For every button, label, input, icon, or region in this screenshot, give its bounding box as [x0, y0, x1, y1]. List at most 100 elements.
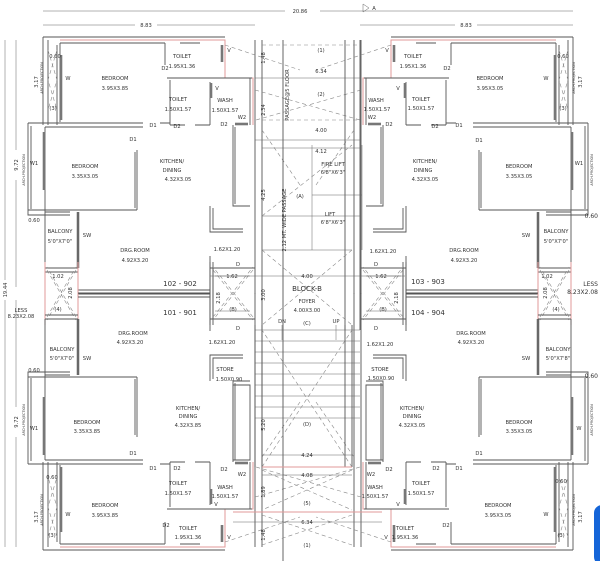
mark-2: (2)	[317, 92, 324, 98]
room-label: TOILET	[168, 481, 188, 487]
room-size: 4.32X3.85	[175, 423, 202, 429]
room-size: 3.35X3.05	[506, 429, 533, 435]
vent-tag: V	[396, 502, 400, 508]
room-size: 4.92X3.20	[458, 340, 485, 346]
room-label: DRG.ROOM	[120, 248, 150, 254]
door-tag: D1	[129, 451, 136, 457]
dim-text: 2.18	[394, 292, 400, 304]
window-tag: SW	[83, 233, 91, 239]
window-tag: W	[543, 76, 548, 82]
mark-5: (5)	[303, 501, 310, 507]
room-label: BEDROOM	[484, 503, 511, 509]
dim-text: 0.60	[49, 54, 61, 60]
room-label: DINING	[179, 414, 198, 420]
dim-overall-depth: 19.44	[3, 282, 9, 298]
room-size: 1.50X0.90	[368, 376, 395, 382]
door-tag: D2	[173, 466, 180, 472]
room-label: TOILET	[168, 97, 188, 103]
window-tag: W2	[368, 115, 376, 121]
dim-br-317: 3.17	[578, 511, 584, 523]
room-size: 5'0"X7'8"	[546, 356, 570, 362]
room-label: DRG.ROOM	[118, 331, 148, 337]
dim-tl-317: 3.17	[34, 76, 40, 88]
dim-left-upper: 9.72	[14, 159, 20, 171]
dim-text: 1.62X1.20	[370, 249, 397, 255]
dim-text: 0.60	[28, 218, 40, 224]
dim-1-48-top: 1.48	[261, 52, 267, 64]
shaft-mark: (B)	[379, 307, 387, 313]
room-size: 1.50X0.90	[216, 377, 243, 383]
lift-label: LIFT	[325, 212, 336, 218]
vent-tag: V	[227, 48, 231, 54]
window-tag: W	[543, 512, 548, 518]
block-label: BLOCK-B	[292, 285, 322, 293]
window-mark: (3)	[49, 106, 56, 112]
room-label: BEDROOM	[71, 164, 98, 170]
door-tag: D2	[385, 467, 392, 473]
room-size: 1.50X1.57	[165, 491, 192, 497]
overlay-button[interactable]	[594, 505, 600, 561]
dim-3-00: 3.00	[261, 289, 267, 301]
dim-4-08: 4.08	[301, 473, 313, 479]
room-size: 1.50X1.57	[165, 107, 192, 113]
window-tag: W1	[30, 161, 38, 167]
room-size: 4.32X3.05	[412, 177, 439, 183]
room-label: WASH	[368, 98, 384, 104]
room-label: KITCHEN/	[413, 159, 437, 165]
dim-left-width: 8.83	[140, 23, 152, 29]
room-size: 1.50X1.57	[212, 494, 239, 500]
foyer-size: 4.00X3.00	[294, 308, 321, 314]
mark-1-top: (1)	[317, 48, 324, 54]
dim-text: 0.60	[585, 213, 599, 220]
room-label: TOILET	[411, 97, 431, 103]
window-tag: SW	[522, 356, 530, 362]
room-size: 1.95X1.36	[400, 64, 427, 70]
dim-bl-317: 3.17	[34, 511, 40, 523]
vent-tag: V	[215, 86, 219, 92]
fire-lift-size: 6'8"X6'3"	[321, 170, 345, 176]
dim-text: 0.60	[555, 479, 567, 485]
dim-4-00-top: 4.00	[315, 128, 327, 134]
vent-tag: V	[384, 535, 388, 541]
arch-projection-label: ARCH.PROJECTION	[572, 494, 576, 526]
door-tag: D	[374, 326, 378, 332]
door-tag: D2	[162, 523, 169, 529]
flat-number-tr: 103 - 903	[411, 278, 445, 286]
room-label: STORE	[371, 367, 388, 373]
window-tag: SW	[522, 233, 530, 239]
arch-projection-label: ARCH.PROJECTION	[22, 154, 26, 186]
room-label: BALCONY	[544, 229, 570, 235]
mark-c: (C)	[303, 321, 311, 327]
lift-size: 6'8"X6'3"	[321, 220, 345, 226]
less-note-size: 8.23X2.08	[567, 289, 598, 296]
less-note: LESS	[15, 308, 28, 314]
door-tag: D	[236, 326, 240, 332]
door-tag: D1	[475, 138, 482, 144]
window-mark: (3)	[557, 533, 564, 539]
room-label: TOILET	[411, 481, 431, 487]
room-size: 3.95X3.05	[477, 86, 504, 92]
door-tag: D2	[431, 124, 438, 130]
room-size: 4.92X3.20	[117, 340, 144, 346]
dim-right-width: 8.83	[460, 23, 472, 29]
passage-floor-label: PASSAGE@5 FLOOR	[285, 69, 291, 121]
window-tag: W1	[575, 161, 583, 167]
room-size: 3.35X3.05	[72, 174, 99, 180]
room-size: 3.35X3.05	[506, 174, 533, 180]
room-size: 4.92X3.20	[451, 258, 478, 264]
room-label: KITCHEN/	[176, 406, 200, 412]
room-size: 5'0"X7'0"	[48, 239, 72, 245]
shaft-mark: (B)	[229, 307, 237, 313]
dim-text: 1.02	[52, 274, 64, 280]
room-label: TOILET	[403, 54, 423, 60]
room-label: WASH	[367, 485, 383, 491]
arch-projection-label: ARCH.PROJECTION	[40, 494, 44, 526]
arch-projection-label: ARCH.PROJECTION	[40, 62, 44, 94]
door-tag: D2	[442, 523, 449, 529]
dim-text: 1.62X1.20	[209, 340, 236, 346]
room-label: STORE	[216, 367, 233, 373]
dim-text: 1.62X1.20	[367, 342, 394, 348]
unit-bottom-left: DRG.ROOM 4.92X3.20 1.62X1.20 D BALCONY 5…	[28, 326, 246, 541]
stair-up-label: UP	[333, 319, 340, 325]
room-size: 4.32X3.05	[165, 177, 192, 183]
